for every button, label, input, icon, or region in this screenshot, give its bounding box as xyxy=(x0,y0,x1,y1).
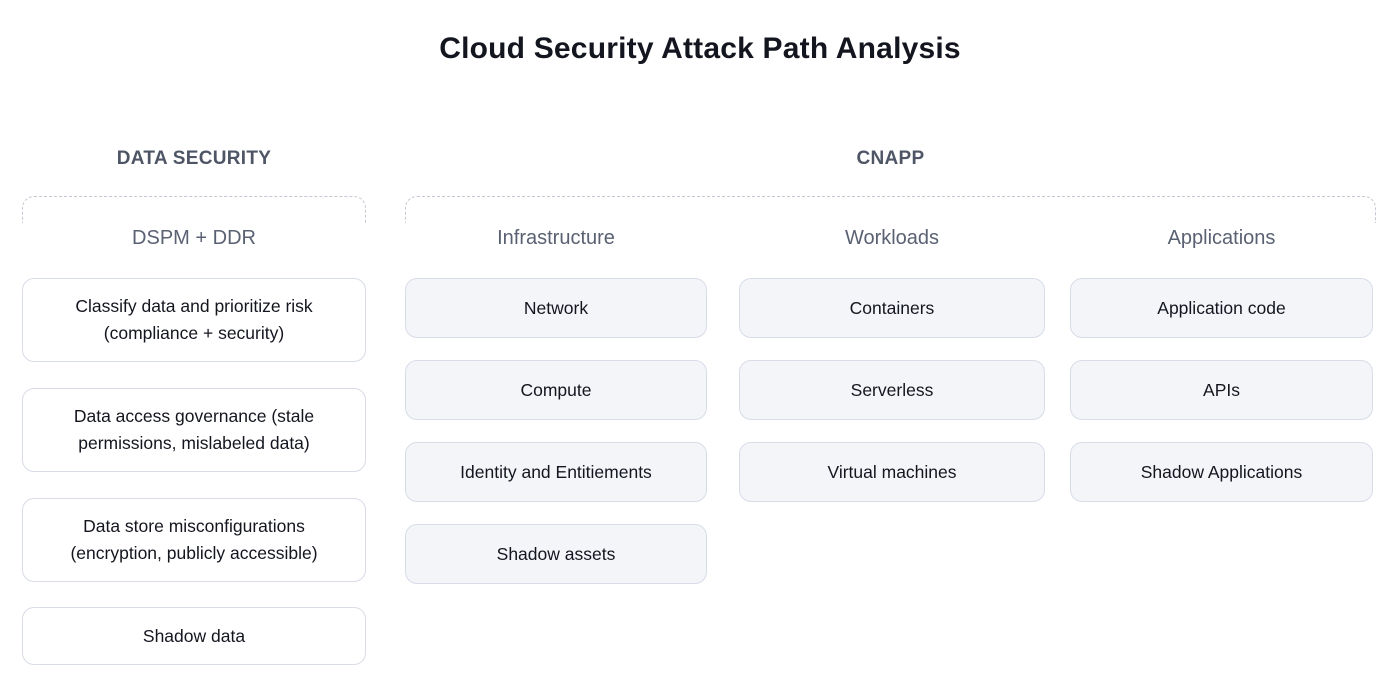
node-virtual-machines: Virtual machines xyxy=(739,442,1045,502)
node-containers: Containers xyxy=(739,278,1045,338)
workloads-column-header: Workloads xyxy=(844,227,940,249)
applications-column-header: Applications xyxy=(1167,227,1276,249)
node-classify-data-prioritize-risk: Classify data and prioritize risk (compl… xyxy=(22,278,366,362)
data-security-group-outline xyxy=(22,196,366,223)
node-shadow-applications: Shadow Applications xyxy=(1070,442,1373,502)
node-identity-and-entitlements: Identity and Entitiements xyxy=(405,442,707,502)
node-data-store-misconfigurations: Data store misconfigurations (encryption… xyxy=(22,498,366,582)
node-apis: APIs xyxy=(1070,360,1373,420)
cnapp-header: CNAPP xyxy=(856,148,925,169)
node-shadow-assets: Shadow assets xyxy=(405,524,707,584)
node-application-code: Application code xyxy=(1070,278,1373,338)
infrastructure-column-header: Infrastructure xyxy=(497,227,615,249)
node-network: Network xyxy=(405,278,707,338)
node-serverless: Serverless xyxy=(739,360,1045,420)
node-compute: Compute xyxy=(405,360,707,420)
node-shadow-data: Shadow data xyxy=(22,607,366,665)
cnapp-group-outline xyxy=(405,196,1376,223)
node-data-access-governance: Data access governance (stale permission… xyxy=(22,388,366,472)
page-title: Cloud Security Attack Path Analysis xyxy=(439,32,961,65)
data-security-header: DATA SECURITY xyxy=(116,148,272,169)
dspm-ddr-subheader: DSPM + DDR xyxy=(132,227,256,249)
